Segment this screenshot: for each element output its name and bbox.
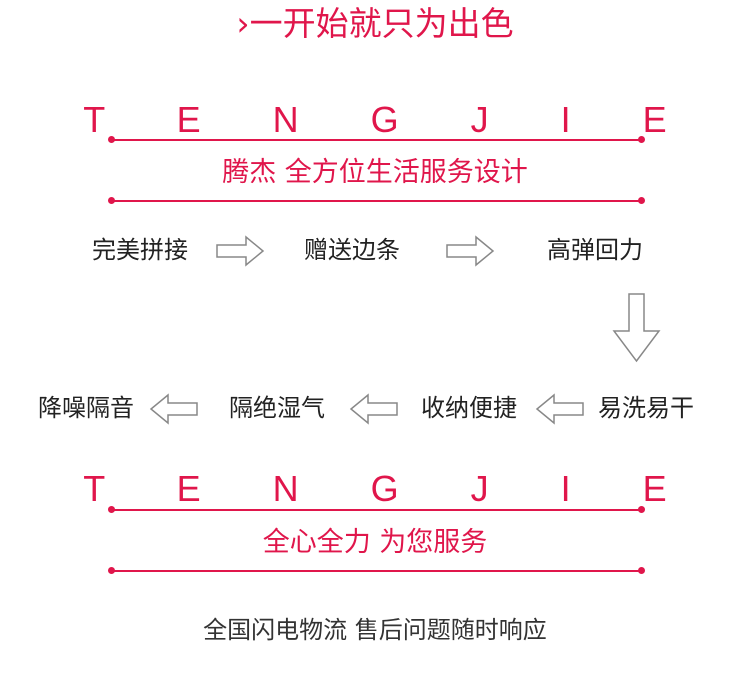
right-arrow-icon — [216, 235, 265, 267]
step-label: 收纳便捷 — [421, 394, 517, 422]
left-arrow-icon — [149, 393, 198, 425]
step-label: 降噪隔音 — [38, 394, 134, 422]
divider-dot — [108, 136, 115, 143]
right-arrow-icon — [446, 235, 495, 267]
brand-wordmark: T E N G J I E — [83, 99, 698, 140]
step-label: 完美拼接 — [92, 236, 188, 264]
step-label: 隔绝湿气 — [229, 394, 325, 422]
service-note: 全国闪电物流 售后问题随时响应 — [203, 616, 547, 644]
divider-dot — [108, 506, 115, 513]
divider-dot — [638, 197, 645, 204]
divider-dot — [108, 197, 115, 204]
divider-dot — [638, 567, 645, 574]
divider-line — [112, 509, 642, 511]
brand-wordmark: T E N G J I E — [83, 468, 698, 509]
divider-line — [112, 570, 642, 572]
step-label: 高弹回力 — [547, 236, 643, 264]
divider-dot — [108, 567, 115, 574]
divider-line — [112, 139, 642, 141]
step-label: 赠送边条 — [304, 236, 400, 264]
divider-line — [112, 200, 642, 202]
divider-dot — [638, 136, 645, 143]
headline: ›一开始就只为出色 — [236, 4, 514, 43]
step-label: 易洗易干 — [598, 394, 694, 422]
divider-dot — [638, 506, 645, 513]
slogan: 全心全力 为您服务 — [262, 527, 488, 558]
left-arrow-icon — [349, 393, 398, 425]
down-arrow-icon — [612, 293, 661, 363]
left-arrow-icon — [535, 393, 584, 425]
slogan: 腾杰 全方位生活服务设计 — [222, 157, 528, 188]
